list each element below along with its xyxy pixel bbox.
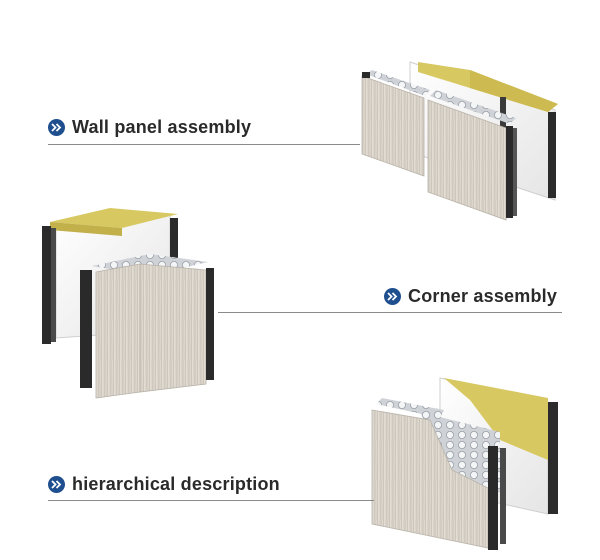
double-chevron-right-icon (48, 476, 65, 493)
corner-label: Corner assembly (384, 286, 557, 307)
wall-panel-illustration (361, 61, 558, 221)
corner-illustration (42, 208, 214, 399)
hierarchical-illustration (371, 377, 558, 550)
wall-panel-rule (48, 144, 360, 145)
corner-rule (218, 312, 562, 313)
hierarchical-label-text: hierarchical description (72, 474, 280, 494)
corner-label-text: Corner assembly (408, 286, 558, 306)
double-chevron-right-icon (384, 288, 401, 305)
hierarchical-rule (48, 500, 374, 501)
hierarchical-label: hierarchical description (48, 474, 280, 495)
wall-panel-label: Wall panel assembly (48, 117, 251, 138)
wall-panel-label-text: Wall panel assembly (72, 117, 252, 137)
double-chevron-right-icon (48, 119, 65, 136)
